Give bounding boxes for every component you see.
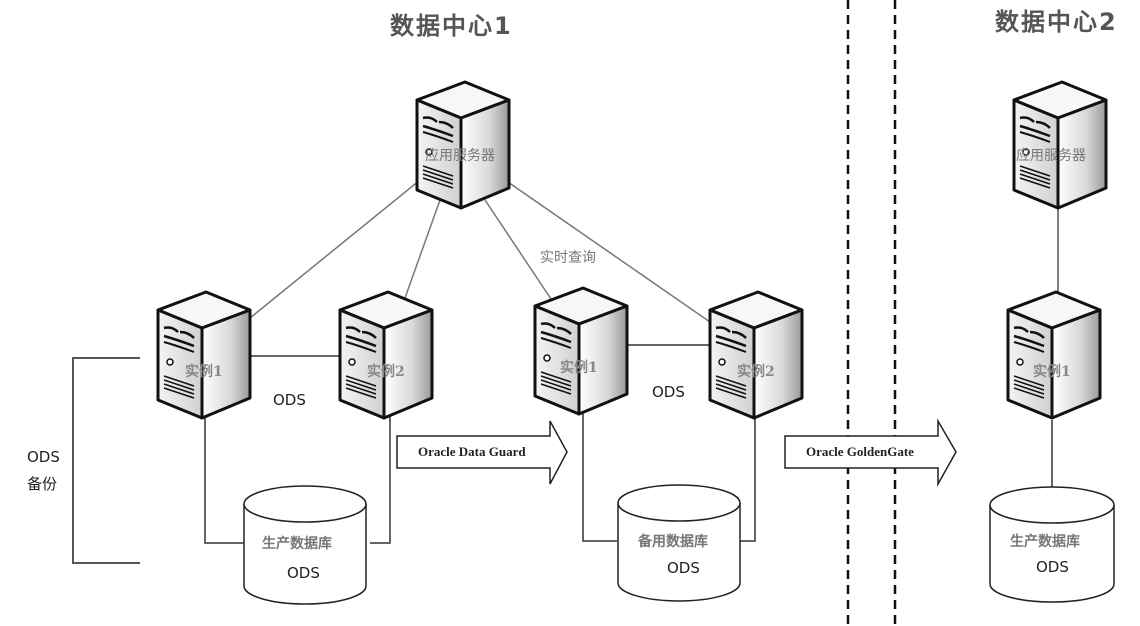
datacenter-2-title: 数据中心2 bbox=[995, 8, 1118, 36]
ods-backup-label-line2: 备份 bbox=[27, 475, 57, 493]
standby-cluster-frame-right bbox=[583, 344, 756, 542]
standby-instance-1: 实例1 bbox=[533, 286, 629, 416]
production-database-name: 生产数据库 bbox=[262, 535, 332, 552]
primary-cluster-ods-label: ODS bbox=[273, 391, 306, 409]
dc2-app-server-label: 应用服务器 bbox=[1016, 147, 1086, 164]
dc2-instance-1-label: 实例1 bbox=[1033, 363, 1071, 380]
standby-database-name: 备用数据库 bbox=[637, 533, 708, 550]
dc2-instance-1: 实例1 bbox=[1006, 290, 1102, 420]
primary-instance-1-label: 实例1 bbox=[185, 363, 223, 380]
standby-cluster-ods-label: ODS bbox=[652, 383, 685, 401]
datacenter-1-title: 数据中心1 bbox=[390, 12, 513, 40]
primary-cluster-frame-right bbox=[205, 355, 391, 544]
standby-instance-2-label: 实例2 bbox=[737, 363, 775, 380]
standby-database: 备用数据库 ODS bbox=[617, 484, 741, 602]
goldengate-arrow-label: Oracle GoldenGate bbox=[806, 444, 914, 459]
primary-instance-2: 实例2 bbox=[338, 290, 434, 420]
app-server-connections bbox=[249, 179, 711, 323]
standby-database-schema: ODS bbox=[667, 559, 700, 577]
primary-instance-2-label: 实例2 bbox=[367, 363, 405, 380]
ods-backup-bracket bbox=[72, 357, 140, 564]
data-guard-arrow-label: Oracle Data Guard bbox=[418, 444, 526, 459]
dc1-app-server: 应用服务器 bbox=[415, 80, 511, 210]
data-guard-arrow: Oracle Data Guard bbox=[396, 420, 568, 485]
dc2-database-schema: ODS bbox=[1036, 558, 1069, 576]
realtime-query-label: 实时查询 bbox=[540, 250, 596, 266]
dc2-app-server: 应用服务器 bbox=[1012, 80, 1108, 210]
production-database-schema: ODS bbox=[287, 564, 320, 582]
ods-backup-label-line1: ODS bbox=[27, 448, 60, 466]
dc2-production-database: 生产数据库 ODS bbox=[989, 486, 1115, 603]
production-database: 生产数据库 ODS bbox=[243, 485, 367, 605]
standby-instance-2: 实例2 bbox=[708, 290, 804, 420]
dc2-database-name: 生产数据库 bbox=[1010, 533, 1080, 550]
primary-instance-1: 实例1 bbox=[156, 290, 252, 420]
dc1-app-server-label: 应用服务器 bbox=[425, 147, 495, 164]
standby-instance-1-label: 实例1 bbox=[560, 359, 598, 376]
goldengate-arrow: Oracle GoldenGate bbox=[784, 418, 957, 487]
